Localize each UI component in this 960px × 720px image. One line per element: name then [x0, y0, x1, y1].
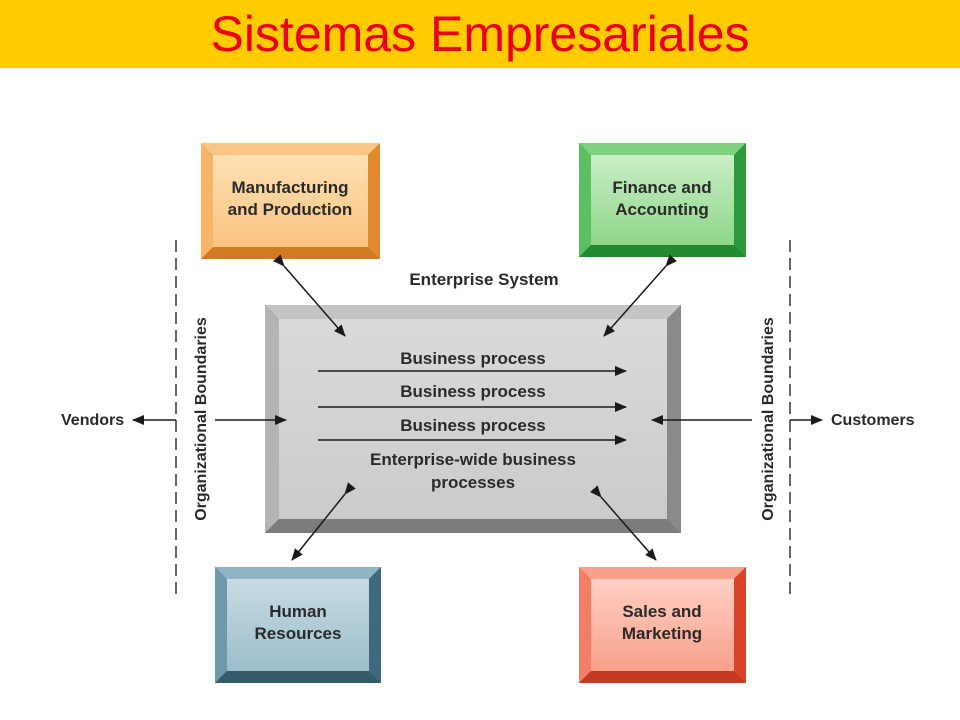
- finance-label-line2: Accounting: [615, 200, 709, 219]
- page-title: Sistemas Empresariales: [210, 6, 750, 62]
- business-process-label-2: Business process: [400, 382, 546, 401]
- arrow-hr-system: [291, 482, 356, 561]
- sales-label-line1: Sales and: [622, 602, 701, 621]
- finance-label-line1: Finance and: [612, 178, 711, 197]
- left-boundary-label: Organizational Boundaries: [193, 317, 210, 521]
- sales-label-line2: Marketing: [622, 624, 702, 643]
- customers-label: Customers: [831, 412, 915, 429]
- module-human-resources: Human Resources: [215, 567, 381, 683]
- manufacturing-label-line2: and Production: [228, 200, 353, 219]
- module-finance: Finance and Accounting: [579, 143, 746, 257]
- hr-label-line2: Resources: [255, 624, 342, 643]
- enterprise-system-label: Enterprise System: [409, 270, 558, 289]
- vendors-label: Vendors: [61, 412, 124, 429]
- hr-label-line1: Human: [269, 602, 327, 621]
- right-boundary-label: Organizational Boundaries: [760, 317, 777, 521]
- business-process-label-1: Business process: [400, 349, 546, 368]
- module-manufacturing: Manufacturing and Production: [201, 143, 380, 259]
- business-process-label-3: Business process: [400, 416, 546, 435]
- module-sales: Sales and Marketing: [579, 567, 746, 683]
- manufacturing-label-line1: Manufacturing: [231, 178, 348, 197]
- arrow-finance-system: [603, 254, 678, 337]
- arrow-manufacturing-system: [273, 254, 346, 337]
- enterprise-wide-label-line2: processes: [431, 473, 515, 492]
- arrow-sales-system: [589, 485, 657, 561]
- title-bar: [0, 0, 960, 68]
- enterprise-wide-label-line1: Enterprise-wide business: [370, 450, 576, 469]
